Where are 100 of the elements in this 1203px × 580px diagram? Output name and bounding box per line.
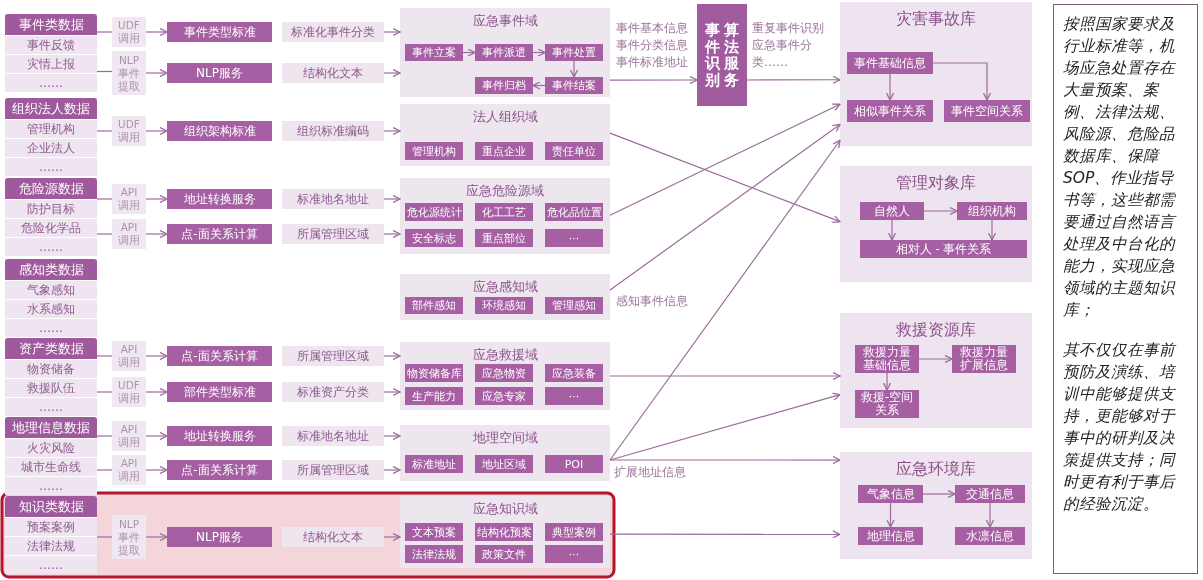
category-item: 管理机构	[5, 119, 97, 138]
arrow	[383, 194, 401, 204]
library-item: 水凛信息	[955, 527, 1025, 545]
domain-item: 责任单位	[545, 142, 603, 160]
arrow	[145, 532, 168, 542]
domain-item: 政策文件	[475, 545, 533, 563]
arrow	[609, 75, 698, 85]
arrow	[887, 219, 897, 241]
category-title: 危险源数据	[5, 178, 97, 199]
domain-item: 部件感知	[405, 297, 463, 314]
domain-item: 文本预案	[405, 523, 463, 541]
domain-item: 事件结案	[545, 77, 603, 94]
domain-item: 事件归档	[475, 77, 533, 94]
arrow	[609, 132, 841, 224]
domain-panel	[400, 496, 610, 568]
service-block: 事件类型标准	[167, 22, 272, 42]
arrow	[145, 68, 168, 78]
method-tag: UDF调用	[112, 17, 146, 47]
library-item: 组织机构	[957, 202, 1027, 220]
method-tag: API调用	[112, 219, 146, 249]
domain-item: 管理感知	[545, 297, 603, 314]
category-item: 企业法人	[5, 138, 97, 157]
arrow	[886, 502, 895, 528]
arrow	[462, 48, 476, 57]
note-paragraph: 按照国家要求及行业标准等，机场应急处置存在大量预案、案例、法律法规、风险源、危险品数据库、保障SOP、作业指导书等，这些都需要通过自然语言处理及中台化的能力，实现应急领域的主题知识库；	[1063, 14, 1178, 321]
data-source-card	[5, 496, 97, 574]
library-item: 自然人	[860, 202, 924, 220]
arrow	[609, 103, 841, 216]
library-panel	[840, 2, 1032, 146]
arrow	[532, 81, 546, 90]
arrow	[383, 431, 401, 441]
arrow	[145, 229, 168, 239]
domain-panel	[400, 274, 610, 320]
arrow	[609, 530, 841, 539]
result-block: 标准资产分类	[282, 382, 384, 402]
category-item: 气象感知	[5, 280, 97, 299]
edge-label: 重复事件识别应急事件分类……	[752, 20, 825, 71]
category-item: ……	[5, 318, 97, 337]
domain-panel	[400, 104, 610, 166]
result-block: 组织标准编码	[282, 121, 384, 141]
arrow	[383, 532, 401, 542]
data-source-card	[5, 14, 97, 92]
domain-panel	[400, 342, 610, 410]
service-block: 地址转换服务	[167, 426, 272, 446]
arrow	[383, 387, 401, 397]
domain-item: 环境感知	[475, 297, 533, 314]
note-paragraph: 其不仅仅在事前预防及演练、培训中能够提供支持，更能够对于事中的研判及决策提供支持；同时更有利于事后的经验沉淀。	[1063, 340, 1178, 515]
service-block: 点-面关系计算	[167, 346, 272, 366]
method-tag: UDF调用	[112, 116, 146, 146]
method-tag: API调用	[112, 341, 146, 371]
domain-title: 应急知识域	[472, 500, 538, 518]
library-item: 交通信息	[955, 485, 1025, 503]
result-block: 结构化文本	[282, 527, 384, 547]
library-item: 事件空间关系	[944, 100, 1030, 122]
domain-item: POI	[545, 455, 603, 473]
arrow	[923, 206, 958, 216]
domain-panel	[400, 178, 610, 254]
category-item: ……	[5, 397, 97, 416]
data-source-card	[5, 338, 97, 416]
service-block: NLP服务	[167, 63, 272, 83]
connector-line	[96, 198, 113, 200]
library-item: 相对人 - 事件关系	[860, 240, 1027, 258]
category-item: 水系感知	[5, 299, 97, 318]
service-block: 点-面关系计算	[167, 224, 272, 244]
domain-item: 重点企业	[475, 142, 533, 160]
library-item: 相似事件关系	[847, 100, 933, 122]
category-item: 预案案例	[5, 517, 97, 536]
connector-line	[96, 70, 113, 73]
arrow	[145, 27, 168, 37]
service-block: 部件类型标准	[167, 382, 272, 402]
service-block: 点-面关系计算	[167, 460, 272, 480]
library-title: 救援资源库	[896, 320, 976, 341]
method-tag: NLP事件提取	[112, 515, 146, 559]
data-source-card	[5, 259, 97, 337]
domain-item: 法律法规	[405, 545, 463, 563]
domain-item: 物资储备库	[405, 364, 463, 382]
domain-title: 法人组织域	[472, 108, 538, 126]
arrow	[985, 502, 995, 528]
arrow	[609, 139, 841, 461]
method-tag: API调用	[112, 455, 146, 485]
service-block: 组织架构标准	[167, 121, 272, 141]
category-title: 事件类数据	[5, 14, 97, 35]
library-title: 应急环境库	[896, 459, 976, 480]
library-title: 灾害事故库	[896, 9, 976, 30]
category-item: 防护目标	[5, 199, 97, 218]
domain-item: 事件派遣	[475, 44, 533, 61]
domain-item: 事件处置	[545, 44, 603, 61]
domain-item: 应急物资	[475, 364, 533, 382]
category-item: 物资储备	[5, 359, 97, 378]
domain-item: 重点部位	[475, 229, 533, 247]
arrow	[882, 372, 892, 391]
arrow	[145, 387, 168, 397]
arrow	[918, 354, 953, 364]
category-item: 城市生命线	[5, 457, 97, 476]
data-source-card	[5, 417, 97, 495]
category-item: 事件反馈	[5, 35, 97, 54]
connector-line	[96, 31, 113, 33]
category-title: 资产类数据	[5, 338, 97, 359]
connector-line	[96, 536, 113, 538]
library-item: 救援力量扩展信息	[952, 345, 1016, 373]
